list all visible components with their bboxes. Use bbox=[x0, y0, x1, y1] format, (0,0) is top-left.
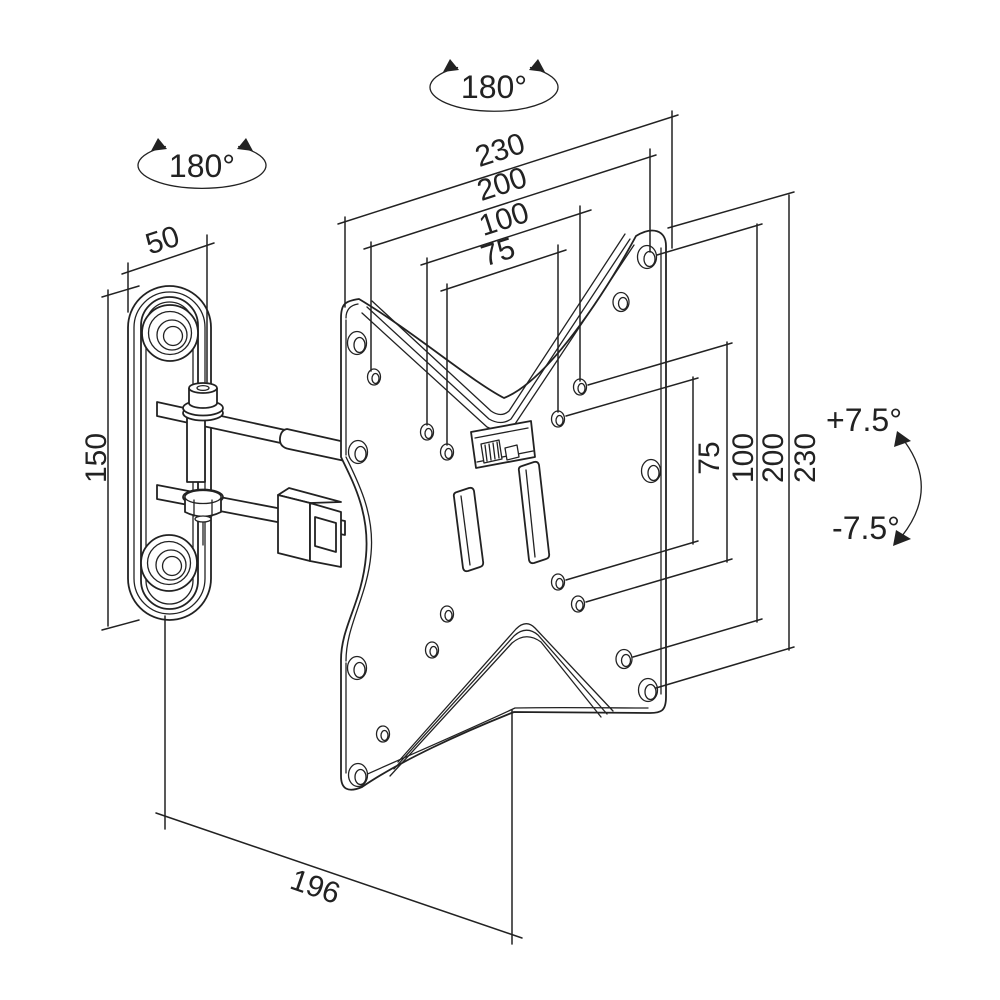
vesa-center-latch bbox=[470, 420, 536, 469]
dim-line-75-top bbox=[440, 249, 567, 292]
dim-label-vesa-side-75: 75 bbox=[693, 441, 726, 474]
dim-ext-75-top bbox=[446, 244, 559, 446]
swivel-arrow-right-icon bbox=[529, 59, 545, 72]
dim-ext-200-top bbox=[370, 148, 651, 372]
tilt-arrow-down-icon bbox=[893, 530, 911, 546]
dim-line-50 bbox=[121, 242, 215, 275]
vesa-plate-outline bbox=[340, 229, 667, 791]
dim-line-230-top bbox=[337, 114, 679, 225]
vesa-plate-inner-edges bbox=[345, 247, 662, 781]
swivel-arrow-right-icon bbox=[237, 138, 253, 151]
dim-label-arm-reach: 196 bbox=[286, 863, 344, 911]
vesa-plate-drawing bbox=[340, 229, 667, 791]
pivot-hex-nut-top bbox=[184, 489, 222, 505]
tilt-label-down: -7.5° bbox=[832, 510, 900, 546]
swivel-label-left: 180° bbox=[169, 148, 235, 184]
tilt-label-up: +7.5° bbox=[826, 402, 902, 438]
swivel-arrow-left-icon bbox=[151, 138, 167, 151]
dim-ext-75-right bbox=[565, 377, 699, 581]
dim-ext-50 bbox=[127, 234, 208, 383]
wall-bolt-bottom bbox=[140, 534, 198, 592]
tilt-arc bbox=[901, 441, 922, 537]
dim-ext-100-right bbox=[585, 342, 733, 603]
vesa-right-dimensions: 75 100 200 230 bbox=[565, 191, 822, 689]
wall-bolt-top bbox=[141, 304, 199, 362]
tilt-arrow-up-icon bbox=[894, 431, 911, 447]
wall-plate-drawing bbox=[127, 285, 212, 621]
dim-ext-200-right bbox=[632, 223, 763, 658]
dim-line-200-top bbox=[363, 154, 657, 250]
pivot-cap-socket bbox=[196, 384, 210, 392]
dim-ext-196 bbox=[164, 615, 513, 945]
dim-ext-150 bbox=[101, 285, 140, 631]
arm-sleeve-box bbox=[277, 487, 342, 568]
dim-line-196 bbox=[155, 812, 523, 939]
tilt-annotation: +7.5° -7.5° bbox=[826, 402, 922, 546]
swivel-arrow-left-icon bbox=[443, 59, 459, 72]
arm-clevis-cap bbox=[279, 428, 346, 462]
pivot-hex-nut-facets bbox=[193, 499, 213, 517]
vesa-top-dimensions: 230 200 100 75 bbox=[337, 110, 679, 446]
dim-ext-100-top bbox=[426, 205, 581, 426]
pivot-cap-top bbox=[188, 382, 218, 394]
swivel-symbol-top: 180° bbox=[429, 59, 559, 112]
swivel-arc-top bbox=[429, 66, 559, 112]
dim-label-vesa-side-200: 200 bbox=[757, 433, 790, 483]
articulating-arm-drawing bbox=[156, 382, 346, 568]
vesa-slots bbox=[452, 460, 551, 573]
swivel-arc-left bbox=[137, 145, 267, 189]
dim-ext-230-top bbox=[344, 110, 673, 308]
dim-label-vesa-side-230: 230 bbox=[789, 433, 822, 483]
dim-label-vesa-side-100: 100 bbox=[727, 433, 760, 483]
dim-line-100-top bbox=[420, 209, 592, 266]
pivot-column bbox=[186, 413, 206, 483]
pivot-bolt-tip bbox=[194, 515, 212, 523]
dim-ext-230-right bbox=[655, 191, 795, 689]
swivel-label-top: 180° bbox=[461, 69, 527, 105]
vesa-bottom-rib bbox=[389, 623, 614, 777]
swivel-symbol-left: 180° bbox=[137, 138, 267, 189]
dim-label-wall-height: 150 bbox=[80, 433, 113, 483]
